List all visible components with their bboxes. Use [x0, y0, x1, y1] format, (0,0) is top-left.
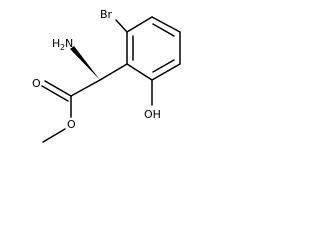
carbonyl-double-bond-2 [41, 85, 69, 102]
ring-to-alpha-bond [99, 63, 128, 81]
bromine-label: Br [100, 8, 113, 21]
ring-bond-4 [151, 63, 181, 81]
amine-subscript: 2 [60, 43, 65, 52]
ring-bond-1 [126, 16, 153, 33]
ester-oxygen-label: O [67, 118, 76, 131]
ring-bond-5 [126, 63, 153, 81]
ring-bond-2-inner [152, 23, 175, 37]
hydroxyl-label: OH [144, 108, 161, 121]
alpha-to-carbonyl-bond [70, 79, 101, 97]
ring-bond-4-inner [152, 59, 175, 73]
carbonyl-oxygen-label: O [32, 77, 41, 90]
ester-o-to-methyl-bond [42, 128, 66, 143]
amine-h-label: H [52, 37, 60, 50]
c-br-bond [115, 19, 128, 33]
wedge-bond-nh2 [70, 46, 100, 80]
molecule-structure: Br H 2 N O O OH [32, 8, 181, 143]
carbonyl-double-bond-1 [44, 80, 72, 97]
amine-n-label: N [65, 37, 73, 50]
ring-bond-2 [151, 16, 181, 33]
benzene-ring [126, 16, 181, 81]
